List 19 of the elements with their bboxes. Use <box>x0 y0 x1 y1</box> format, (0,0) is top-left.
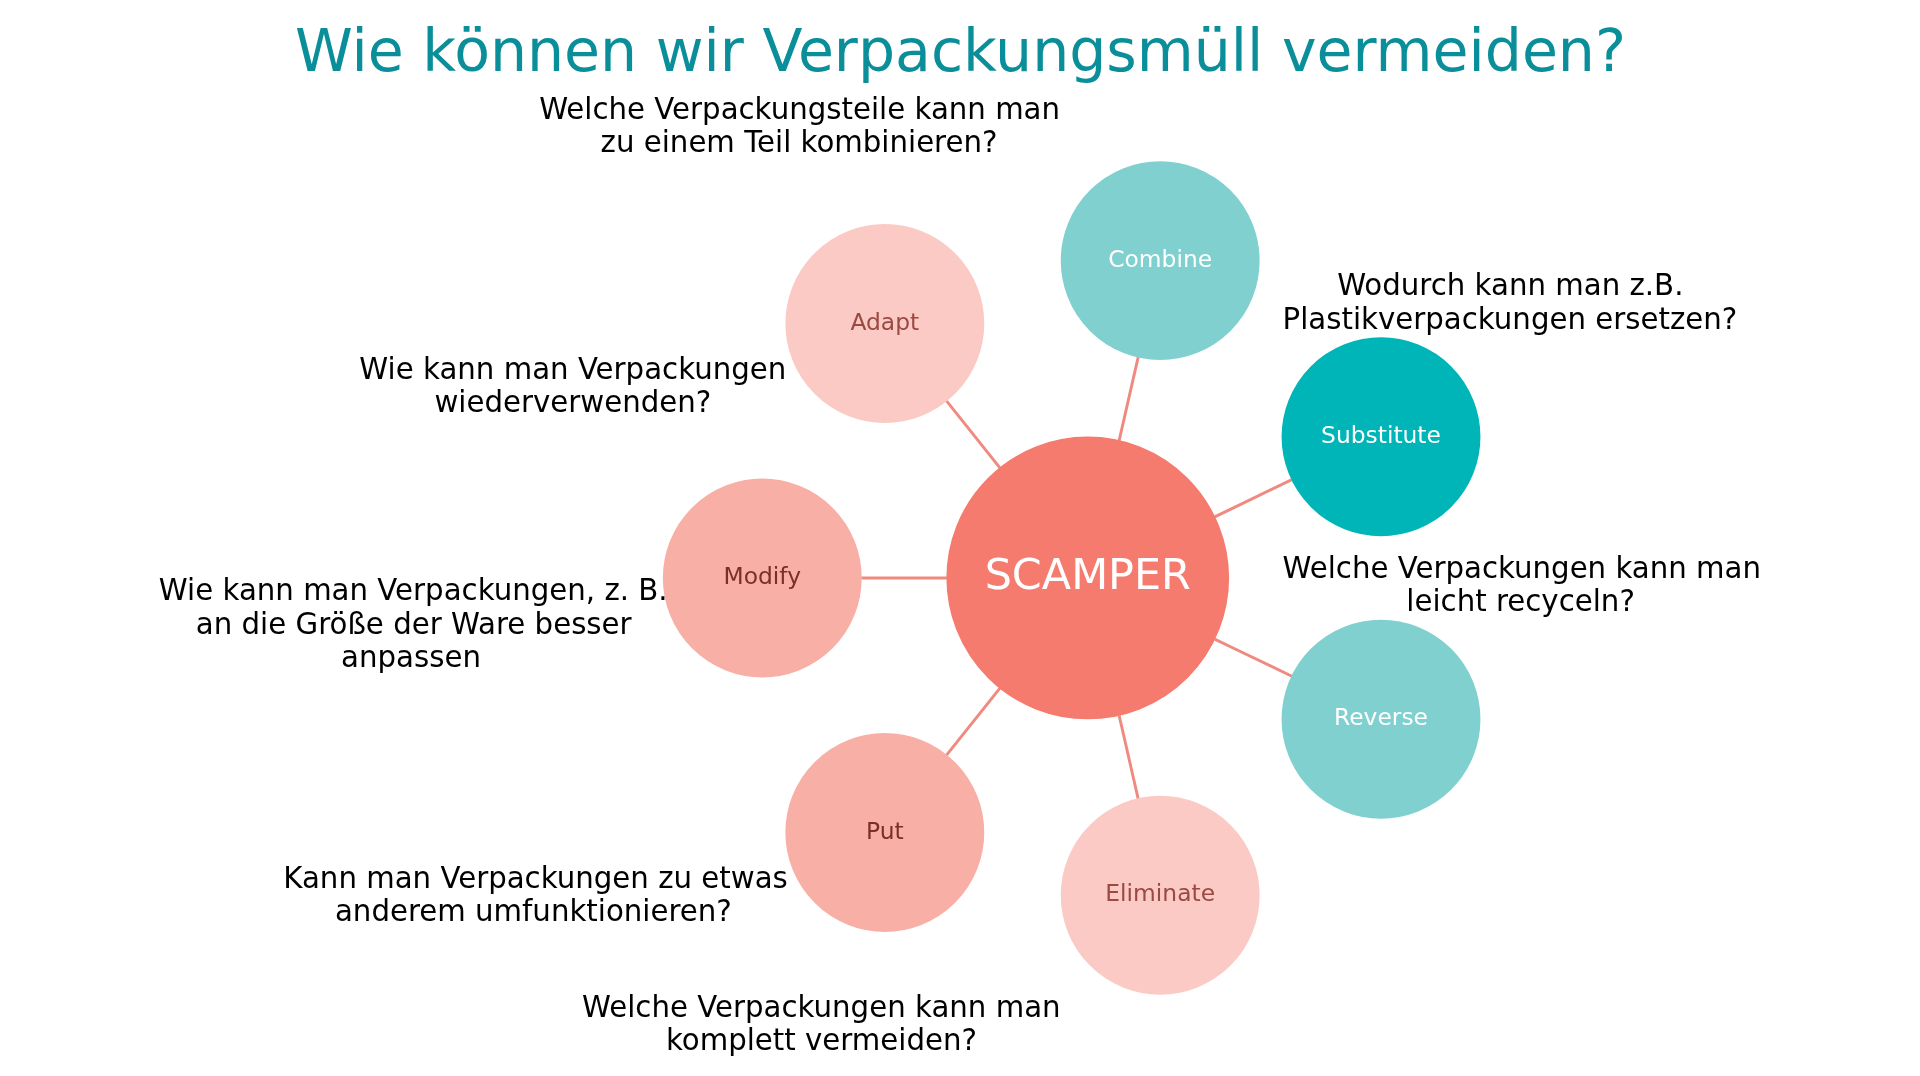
connector <box>1213 637 1292 678</box>
node-circle: Substitute <box>1281 337 1480 537</box>
diagram-title: Wie können wir Verpackungsmüll vermeiden? <box>294 16 1626 85</box>
node-label: Wodurch kann man z.B. Plastikverpackungen ersetzen? <box>1282 268 1737 336</box>
node-label: Welche Verpackungsteile kann man zu einem Teil kombinieren? <box>538 92 1060 160</box>
node-label: Welche Verpackungen kann man komplett vermeiden? <box>581 990 1061 1058</box>
node-circle: SCAMPER <box>945 436 1229 720</box>
node-circle: Adapt <box>784 224 984 423</box>
node-circle: Combine <box>1060 161 1260 361</box>
connector <box>944 687 1001 756</box>
node-circle: Eliminate <box>1060 795 1260 995</box>
connector <box>1213 478 1292 519</box>
connector <box>1117 356 1140 441</box>
node-label: Welche Verpackungen kann man leicht recyceln? <box>1282 550 1761 618</box>
node-label: Wie kann man Verpackungen wiederverwenden? <box>358 352 786 420</box>
connector <box>944 399 1001 469</box>
node-circle: Reverse <box>1281 619 1480 819</box>
connector <box>860 576 947 580</box>
connector <box>1117 715 1140 800</box>
